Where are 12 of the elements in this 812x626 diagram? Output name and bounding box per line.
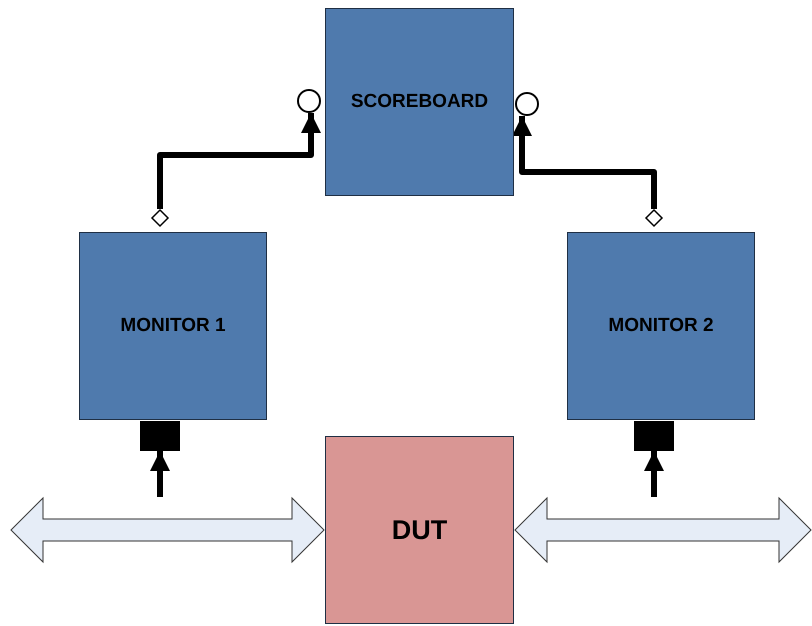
block-label: SCOREBOARD	[350, 91, 488, 113]
component-block	[567, 232, 755, 420]
component-block	[325, 8, 514, 196]
arrow	[150, 451, 170, 497]
arrow	[157, 113, 321, 209]
component-block	[79, 232, 267, 420]
component-block	[325, 436, 514, 624]
block-label: MONITOR 1	[120, 315, 226, 337]
arrow	[512, 116, 657, 209]
arrow	[644, 451, 664, 497]
block-label: DUT	[392, 514, 448, 546]
block-label: MONITOR 2	[608, 315, 714, 337]
